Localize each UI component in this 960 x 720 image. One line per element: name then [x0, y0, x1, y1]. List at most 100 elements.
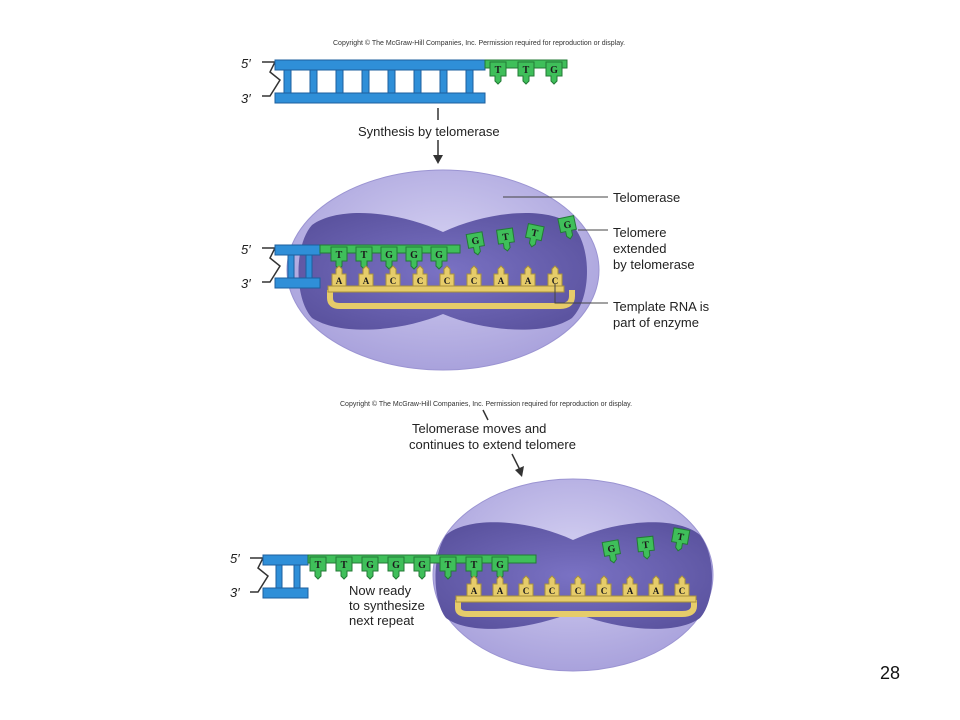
- callout-telomere-line1: Telomere: [613, 225, 667, 240]
- copyright-notice-bottom: Copyright © The McGraw-Hill Companies, I…: [340, 401, 633, 408]
- bottom-dna-ladder: [250, 554, 309, 599]
- incoming-nucleotide: G: [601, 539, 621, 564]
- strand-break-mark: [262, 247, 281, 283]
- top-strand-3prime: [274, 92, 486, 104]
- template-nucleotide: [358, 265, 374, 287]
- bottom-strand-3prime: [262, 587, 309, 599]
- template-rna-strand: [455, 595, 697, 603]
- template-nucleotide: [622, 575, 638, 597]
- incoming-nucleotide-block: [495, 227, 515, 252]
- template-nucleotide-letter: A: [627, 586, 634, 596]
- template-nucleotide-letter: A: [497, 586, 504, 596]
- new-nucleotide: [387, 556, 405, 580]
- callout-telomerase: Telomerase: [613, 190, 681, 205]
- template-nucleotide-letter: A: [363, 276, 370, 286]
- template-nucleotide-letter: C: [679, 586, 686, 596]
- template-nucleotide: [520, 265, 536, 287]
- incoming-nucleotide: T: [524, 222, 545, 248]
- base-pair: [439, 69, 448, 94]
- base-pair: [275, 564, 283, 589]
- template-rna-backbone: [455, 600, 697, 617]
- ready-label-line1: Now ready: [349, 583, 412, 598]
- template-rna-strand: [327, 285, 565, 293]
- template-nucleotide: [385, 265, 401, 287]
- base-pair: [465, 69, 474, 94]
- template-nucleotide-letter: C: [417, 276, 424, 286]
- incoming-nucleotide-block-letter: G: [607, 543, 617, 555]
- new-nucleotide-letter: G: [418, 560, 426, 571]
- base-pair: [283, 69, 292, 94]
- template-nucleotide-letter: C: [552, 276, 559, 286]
- new-nucleotide: [309, 556, 327, 580]
- template-nucleotide-letter: A: [525, 276, 532, 286]
- new-nucleotide: [439, 556, 457, 580]
- template-nucleotide-letter: A: [336, 276, 343, 286]
- bottom-strand-5prime: [262, 554, 309, 566]
- strand-break-mark: [250, 557, 269, 593]
- mid-3prime-label: 3′: [241, 276, 251, 291]
- incoming-nucleotide: T: [495, 227, 515, 252]
- incoming-nucleotide-block: [636, 535, 655, 560]
- template-nucleotide: [518, 575, 534, 597]
- new-nucleotide: [430, 246, 448, 270]
- mid-5prime-label: 5′: [241, 242, 251, 257]
- bottom-5prime-label: 5′: [230, 551, 240, 566]
- template-nucleotide-letter: C: [523, 586, 530, 596]
- template-nucleotide: [596, 575, 612, 597]
- new-nucleotide-letter: G: [385, 250, 393, 261]
- incoming-nucleotide-block: [671, 527, 691, 552]
- template-nucleotide-letter: A: [498, 276, 505, 286]
- top-dna-ladder: [262, 59, 486, 104]
- step-label-moves-line1: Telomerase moves and: [412, 421, 547, 436]
- mid-strand-5prime: [274, 244, 321, 256]
- new-nucleotide: [413, 556, 431, 580]
- callout-template-line1: Template RNA is: [613, 299, 710, 314]
- step-arrow-bottom: [511, 453, 521, 471]
- base-pair: [309, 69, 318, 94]
- new-nucleotide-letter: T: [445, 560, 452, 571]
- callout-line-template: [554, 284, 608, 304]
- incoming-nucleotide-block-letter: T: [502, 232, 510, 244]
- strand-break-mark: [262, 61, 281, 97]
- incoming-nucleotide-block-letter: T: [530, 227, 539, 239]
- callout-telomere-line3: by telomerase: [613, 257, 695, 272]
- callout-telomere-line2: extended: [613, 241, 667, 256]
- step-arrowhead-bottom: [515, 466, 524, 477]
- incoming-nucleotide-block: [557, 214, 578, 240]
- new-nucleotide-letter: T: [341, 560, 348, 571]
- base-pair: [305, 254, 313, 279]
- template-rna-backbone: [327, 290, 575, 309]
- template-nucleotide-letter: C: [549, 586, 556, 596]
- template-nucleotide: [570, 575, 586, 597]
- callout-template-line2: part of enzyme: [613, 315, 699, 330]
- overhang-nucleotide: [545, 61, 563, 85]
- template-nucleotide-letter: C: [444, 276, 451, 286]
- template-nucleotide: [331, 265, 347, 287]
- base-pair: [413, 69, 422, 94]
- mid-strand-3prime: [274, 277, 321, 289]
- new-nucleotide-letter: T: [361, 250, 368, 261]
- mid-dna-ladder: [262, 244, 321, 289]
- incoming-nucleotide: T: [636, 535, 655, 560]
- incoming-nucleotide: G: [557, 214, 578, 240]
- template-nucleotide: [648, 575, 664, 597]
- step-label-synthesis: Synthesis by telomerase: [358, 124, 500, 139]
- incoming-nucleotide-block: [465, 231, 485, 256]
- incoming-nucleotide: T: [671, 527, 691, 552]
- ready-label-line3: next repeat: [349, 613, 415, 628]
- new-nucleotide-letter: G: [366, 560, 374, 571]
- overhang-nucleotide: [489, 61, 507, 85]
- template-nucleotide: [547, 265, 563, 287]
- new-nucleotide: [380, 246, 398, 270]
- new-nucleotide-letter: G: [392, 560, 400, 571]
- top-3prime-label: 3′: [241, 91, 251, 106]
- new-nucleotide: [361, 556, 379, 580]
- step-label-moves-line2: continues to extend telomere: [409, 437, 576, 452]
- page-number: 28: [880, 663, 901, 683]
- copyright-notice-top: Copyright © The McGraw-Hill Companies, I…: [333, 40, 626, 47]
